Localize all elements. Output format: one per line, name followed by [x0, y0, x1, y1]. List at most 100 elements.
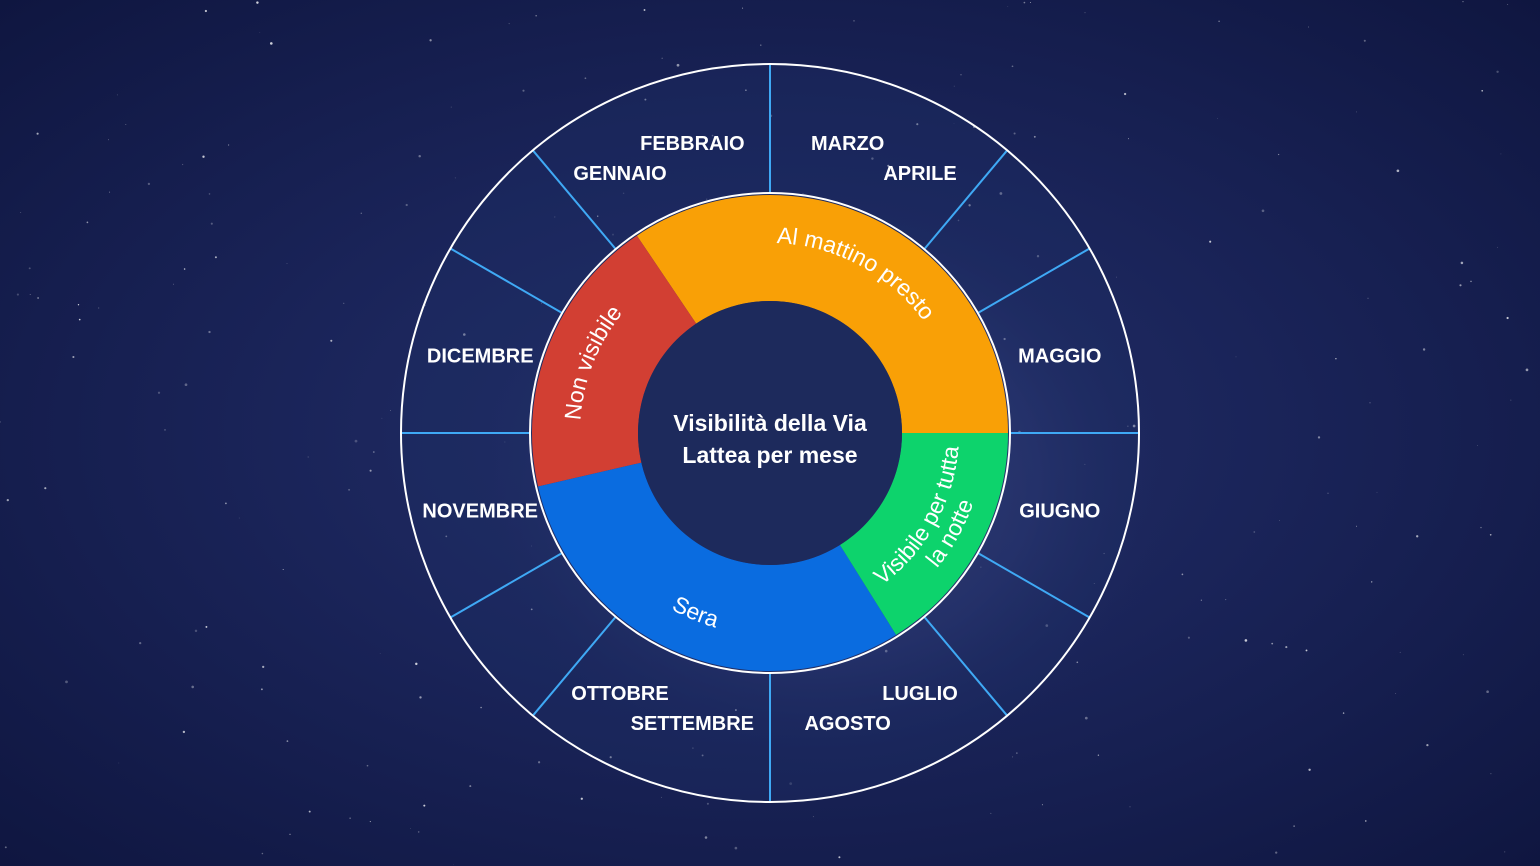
- star: [369, 469, 372, 472]
- star: [1480, 526, 1482, 529]
- center-title-line-1: Visibilità della Via: [673, 410, 867, 436]
- star: [871, 157, 874, 160]
- star: [1261, 209, 1265, 213]
- star: [535, 15, 537, 17]
- star: [1497, 246, 1498, 248]
- star: [812, 816, 814, 818]
- star: [1097, 754, 1100, 756]
- segment-sera: [538, 462, 897, 672]
- month-divider: [532, 149, 617, 250]
- star: [1460, 261, 1464, 265]
- star: [1363, 39, 1366, 42]
- month-label-maggio: MAGGIO: [1018, 345, 1101, 367]
- star: [445, 535, 448, 538]
- star: [415, 662, 418, 666]
- star: [554, 216, 556, 218]
- star: [676, 63, 680, 67]
- star: [1376, 491, 1378, 493]
- star: [508, 23, 510, 25]
- star: [853, 20, 855, 22]
- month-label-luglio: LUGLIO: [882, 683, 958, 705]
- star: [1507, 4, 1509, 5]
- star: [164, 429, 166, 431]
- star: [20, 212, 22, 213]
- star: [423, 804, 426, 807]
- star: [349, 817, 351, 819]
- star: [330, 339, 333, 342]
- month-label-ottobre: OTTOBRE: [571, 683, 668, 705]
- star: [1012, 756, 1014, 758]
- star: [1459, 284, 1462, 287]
- star: [410, 827, 412, 829]
- star: [194, 629, 198, 633]
- star: [1209, 240, 1212, 243]
- star: [1500, 153, 1502, 155]
- star: [259, 32, 261, 33]
- star: [1416, 535, 1419, 538]
- star: [1244, 639, 1248, 642]
- star: [157, 391, 161, 394]
- month-label-novembre: NOVEMBRE: [422, 501, 538, 523]
- star: [1187, 636, 1190, 639]
- star: [1218, 20, 1220, 23]
- star: [1084, 12, 1086, 14]
- star: [742, 7, 744, 9]
- month-label-giugno: GIUGNO: [1019, 501, 1100, 523]
- star: [887, 164, 890, 167]
- month-divider: [532, 616, 617, 717]
- star: [1293, 825, 1295, 827]
- star: [307, 456, 309, 458]
- star: [118, 762, 120, 764]
- star: [343, 302, 345, 304]
- center-title-line-2: Lattea per mese: [682, 442, 857, 468]
- star: [28, 267, 31, 270]
- star: [116, 94, 118, 96]
- star: [1504, 851, 1506, 853]
- star: [425, 506, 427, 508]
- star: [1275, 851, 1278, 854]
- star: [1016, 752, 1018, 754]
- star: [1217, 117, 1218, 119]
- star: [1356, 111, 1357, 113]
- star: [405, 203, 408, 207]
- star: [1013, 132, 1016, 135]
- star: [381, 417, 383, 419]
- star: [838, 856, 841, 859]
- star: [1335, 357, 1337, 360]
- star: [354, 439, 358, 443]
- star: [289, 833, 291, 835]
- star: [125, 124, 127, 126]
- star: [1279, 519, 1280, 521]
- star: [1225, 599, 1227, 601]
- star: [286, 262, 288, 264]
- inner-ring: [529, 192, 1011, 674]
- star: [417, 831, 420, 833]
- star: [419, 696, 422, 699]
- star: [584, 77, 587, 80]
- star: [78, 318, 81, 321]
- star: [968, 204, 971, 207]
- star: [1115, 276, 1117, 278]
- star: [98, 307, 100, 309]
- star: [1486, 690, 1489, 694]
- star: [256, 1, 259, 4]
- star: [1356, 525, 1358, 527]
- star: [260, 688, 263, 691]
- star: [1285, 646, 1288, 649]
- star: [1426, 743, 1429, 747]
- segment-al-mattino-presto: [636, 195, 1008, 433]
- star: [429, 39, 432, 42]
- month-divider: [449, 247, 563, 314]
- month-dividers: [401, 64, 1139, 802]
- star: [1041, 804, 1043, 806]
- star: [609, 756, 612, 759]
- star: [450, 106, 452, 108]
- star: [147, 182, 151, 186]
- star: [1029, 1, 1032, 4]
- star: [1033, 135, 1036, 138]
- star: [86, 221, 89, 224]
- star: [597, 215, 599, 217]
- star: [480, 706, 482, 709]
